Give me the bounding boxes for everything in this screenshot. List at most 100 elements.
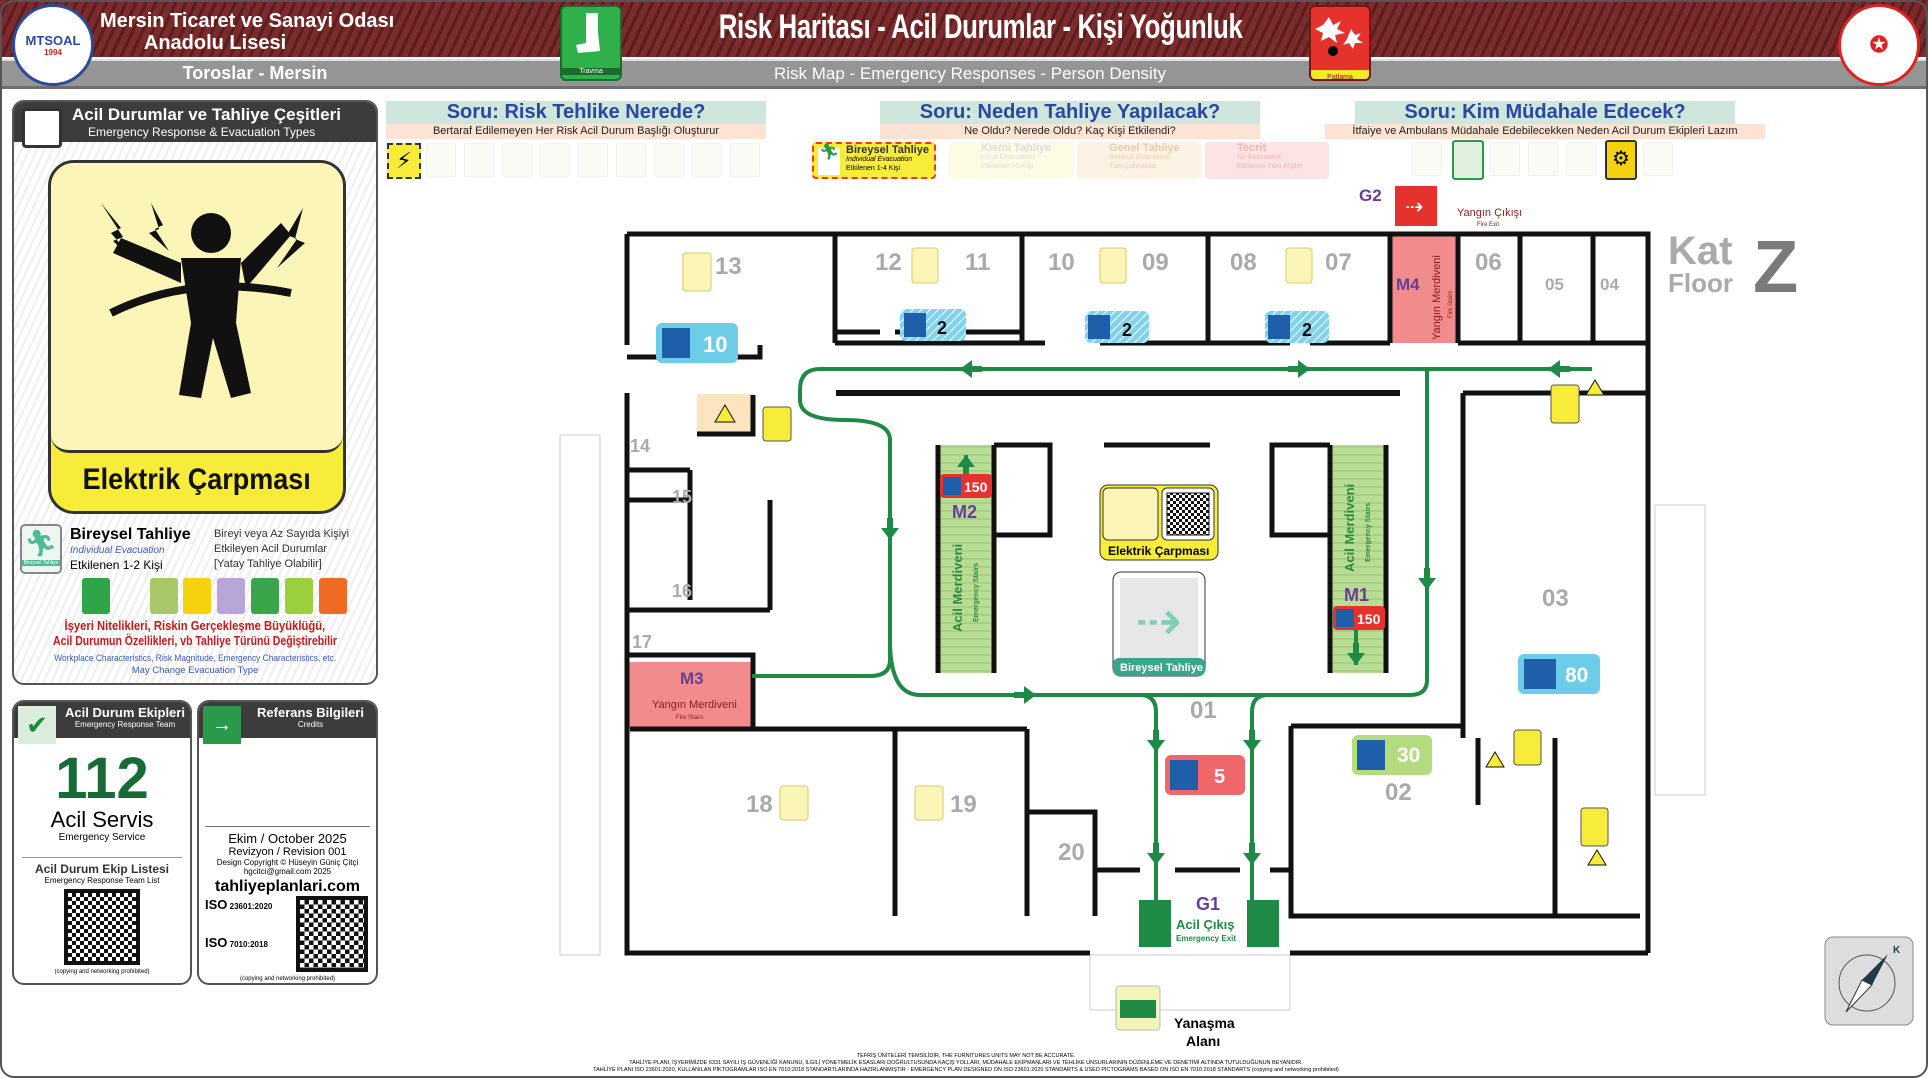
fire-hose-icon <box>1452 140 1484 180</box>
iso-block: ISO 23601:2020 ISO 7010:2018 <box>199 896 376 976</box>
evac-type-count: Tüm Çalışanlar <box>1109 163 1157 170</box>
individual-evac-icon: 🏃︎ Bireysel Tahliye <box>20 524 62 574</box>
electric-shock-icon <box>1285 247 1313 284</box>
question-2-title: Soru: Neden Tahliye Yapılacak? <box>880 101 1260 124</box>
emergency-service: Acil Servis <box>50 807 154 832</box>
capacity-value: 2 <box>1302 320 1312 340</box>
footer-notes: TEFRİŞ ÜNİTELERİ TEMSİLİDİR. THE FURNITU… <box>593 1052 1339 1073</box>
hazard-sign-label: Elektrik Çarpması <box>82 463 312 496</box>
question-1-title: Soru: Risk Tehlike Nerede? <box>386 101 766 124</box>
first-aid-icon <box>285 578 313 614</box>
hazard-icon-inactive <box>464 143 494 177</box>
compass-north-label: K <box>1893 945 1901 956</box>
other-team-icon <box>1643 142 1673 176</box>
arrow-down-icon <box>1243 843 1261 865</box>
room-number: 17 <box>632 632 652 652</box>
header-band <box>0 0 1928 57</box>
compass: K <box>1824 936 1914 1026</box>
evac-type-count: Etkilenen >5 Kişi <box>981 163 1033 170</box>
stair-m1-label: M1 <box>1344 585 1369 605</box>
card-subtitle: Emergency Response Team <box>74 720 176 729</box>
electric-shock-icon <box>1550 384 1580 424</box>
arrow-right-icon <box>1014 686 1036 704</box>
copy-notice: (copying and networking prohibited) <box>239 976 336 982</box>
fire-stairs-label: Yangın Merdiveni <box>652 699 737 711</box>
explosion-badge: Patlama <box>1309 5 1371 81</box>
emergency-exit-icon <box>1247 900 1279 947</box>
card-header: Acil Durum Ekipleri Emergency Response T… <box>14 702 190 744</box>
stairs-label: Acil Merdiveni <box>950 544 965 632</box>
emergency-exit-label: Acil Çıkış <box>1176 917 1235 932</box>
page-title-wrap: Risk Haritası - Acil Durumlar - Kişi Yoğ… <box>636 8 1296 50</box>
first-aid-team-icon <box>1528 142 1558 176</box>
route-arrows <box>881 360 1570 865</box>
website-qr[interactable] <box>296 896 368 972</box>
trauma-label: Travma <box>562 68 620 75</box>
divider <box>22 857 182 858</box>
card-header: Acil Durumlar ve Tahliye Çeşitleri Emerg… <box>14 102 376 148</box>
fire-stairs-label-en: Fire Stairs <box>676 715 703 721</box>
fire-exit-label-en: Fire Exit <box>1477 222 1499 228</box>
evac-desc-line: Etkileyen Acil Durumlar <box>214 543 328 555</box>
capacity-badge-cafe: 30 <box>1352 735 1432 775</box>
running-man-icon: 🏃︎ <box>818 145 840 175</box>
evac-type-isolation: Tecrit No Evacuation Etkilenen Tüm Kişil… <box>1205 142 1329 179</box>
arrow-up-icon <box>957 455 975 477</box>
capacity-value: 10 <box>703 332 727 357</box>
ambulance-body <box>1120 1000 1156 1018</box>
evac-type-en: Individual Evacuation <box>70 545 165 556</box>
fire-stairs-label-en: Fire Stairs <box>1448 291 1454 318</box>
room-number: 10 <box>1048 249 1075 276</box>
hazard-icon-inactive <box>540 143 570 177</box>
center-evac-sign: ⇢ Bireysel Tahliye <box>1112 571 1206 677</box>
room-number: 15 <box>672 487 692 507</box>
footer-line: TEFRİŞ ÜNİTELERİ TEMSİLİDİR. THE FURNITU… <box>857 1052 1076 1059</box>
fire-stairs-m3 <box>628 662 753 729</box>
emergency-exit-icon <box>1139 900 1171 947</box>
capacity-badge-08: 2 <box>1265 311 1329 343</box>
electric-shock-icon <box>1513 729 1542 766</box>
logo-text: MTSOAL <box>25 33 81 48</box>
evac-description: Bireyi veya Az Sayıda Kişiyi Etkileyen A… <box>214 527 349 572</box>
floor-label-en: Floor <box>1668 268 1733 298</box>
center-hazard-label: Elektrik Çarpması <box>1108 544 1209 558</box>
card-subtitle: Emergency Response & Evacuation Types <box>88 125 316 139</box>
website-link[interactable]: tahliyeplanlari.com <box>215 878 360 895</box>
electric-hazard-icon: ⚡︎ <box>387 143 421 179</box>
assembly-label: Yanaşma <box>1174 1015 1235 1031</box>
evac-type-local: Kısmi Tahliye Local Evacuation Etkilenen… <box>949 142 1073 179</box>
emergency-icons-row <box>70 578 370 614</box>
arrow-down-icon <box>1347 643 1365 665</box>
arrow-down-icon <box>1147 843 1165 865</box>
arrow-down-icon <box>1243 730 1261 752</box>
capacity-badge-lobby: 5 <box>1165 755 1245 795</box>
explosion-icon <box>1315 17 1363 56</box>
team-icon: ✔ <box>18 706 56 744</box>
school-line1: Mersin Ticaret ve Sanayi Odası <box>100 10 395 32</box>
evac-type-title: Bireysel Tahliye <box>846 144 929 156</box>
hazard-icon-inactive <box>578 143 608 177</box>
evac-type-title: Tecrit <box>1237 142 1267 154</box>
room-number: 12 <box>875 249 902 276</box>
fire-stairs-label: Yangın Merdiveni <box>1431 255 1443 340</box>
burn-icon <box>251 578 279 614</box>
capacity-value: 150 <box>964 479 988 495</box>
technical-team-icon: ⚙ <box>1605 140 1637 180</box>
school-line2: Anadolu Lisesi <box>143 32 287 54</box>
team-list-qr[interactable] <box>64 889 140 965</box>
footer-line: TAHLİYE PLANI ISO 23601:2020, KULLANILAN… <box>593 1066 1339 1073</box>
card-title: Acil Durum Ekipleri <box>65 705 185 720</box>
email[interactable]: hgcitci@gmail.com 2025 <box>243 867 332 876</box>
capacity-value: 2 <box>937 318 947 338</box>
plan-revision: Revizyon / Revision 001 <box>228 846 347 858</box>
evac-type-en: General Evacuation <box>1109 154 1171 161</box>
hazard-sign-label-wrap: Elektrik Çarpması <box>51 463 343 497</box>
page-subtitle: Risk Map - Emergency Responses - Person … <box>773 64 1167 83</box>
arrow-left-icon <box>1548 360 1570 378</box>
electric-shock-icon <box>914 785 944 821</box>
stairs-label: Acil Merdiveni <box>1342 484 1357 572</box>
fire-stairs-m4 <box>1392 236 1458 343</box>
room-number: 08 <box>1230 249 1257 276</box>
exit-icon: → <box>203 706 241 744</box>
arrow-down-icon <box>881 518 899 540</box>
